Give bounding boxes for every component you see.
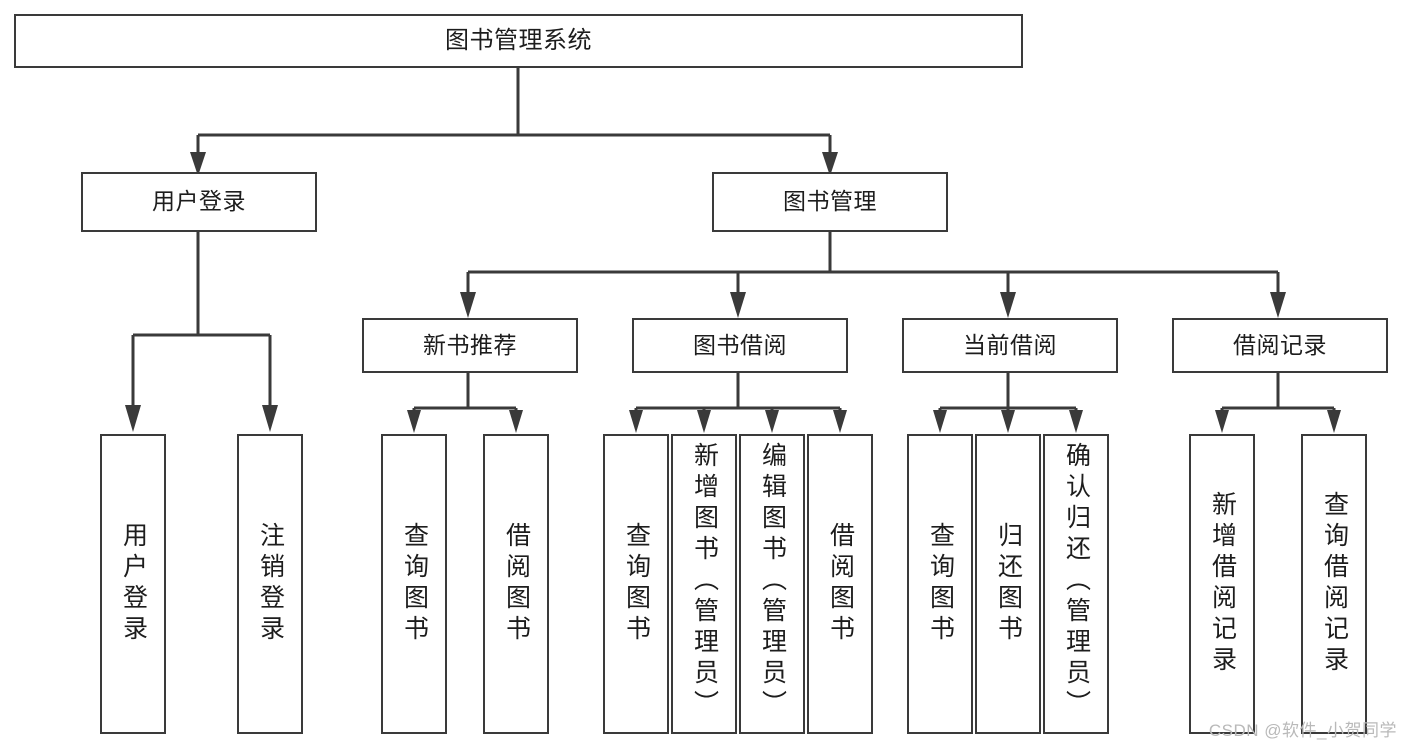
node-leaf-confirm-return-label: 确认归还（管理员） <box>1062 442 1091 721</box>
node-leaf-edit-book-label: 编辑图书（管理员） <box>758 442 787 721</box>
node-user-login[interactable]: 用户登录 <box>81 172 317 232</box>
node-leaf-query-book-3-label: 查询图书 <box>926 522 955 646</box>
node-user-login-label: 用户登录 <box>152 188 246 215</box>
node-leaf-query-record-label: 查询借阅记录 <box>1320 491 1349 677</box>
node-leaf-user-login[interactable]: 用户登录 <box>100 434 166 734</box>
node-leaf-logout[interactable]: 注销登录 <box>237 434 303 734</box>
node-leaf-logout-label: 注销登录 <box>256 522 285 646</box>
node-leaf-query-book-2[interactable]: 查询图书 <box>603 434 669 734</box>
node-borrow-record-label: 借阅记录 <box>1233 331 1327 358</box>
node-leaf-borrow-book-2[interactable]: 借阅图书 <box>807 434 873 734</box>
node-current-borrow-label: 当前借阅 <box>963 331 1057 358</box>
node-root-label: 图书管理系统 <box>445 26 592 54</box>
node-leaf-return-book-label: 归还图书 <box>994 522 1023 646</box>
node-leaf-user-login-label: 用户登录 <box>119 522 148 646</box>
node-leaf-return-book[interactable]: 归还图书 <box>975 434 1041 734</box>
node-leaf-query-book-3[interactable]: 查询图书 <box>907 434 973 734</box>
node-leaf-query-book-2-label: 查询图书 <box>622 522 651 646</box>
node-leaf-borrow-book-1-label: 借阅图书 <box>502 522 531 646</box>
node-leaf-add-record-label: 新增借阅记录 <box>1208 491 1237 677</box>
node-leaf-add-book-label: 新增图书（管理员） <box>690 442 719 721</box>
node-leaf-borrow-book-1[interactable]: 借阅图书 <box>483 434 549 734</box>
node-book-borrow-label: 图书借阅 <box>693 331 787 358</box>
node-leaf-add-record[interactable]: 新增借阅记录 <box>1189 434 1255 734</box>
node-leaf-query-book-1[interactable]: 查询图书 <box>381 434 447 734</box>
node-leaf-edit-book[interactable]: 编辑图书（管理员） <box>739 434 805 734</box>
node-leaf-confirm-return[interactable]: 确认归还（管理员） <box>1043 434 1109 734</box>
node-root[interactable]: 图书管理系统 <box>14 14 1023 68</box>
node-borrow-record[interactable]: 借阅记录 <box>1172 318 1388 373</box>
node-leaf-query-book-1-label: 查询图书 <box>400 522 429 646</box>
node-leaf-borrow-book-2-label: 借阅图书 <box>826 522 855 646</box>
node-leaf-add-book[interactable]: 新增图书（管理员） <box>671 434 737 734</box>
node-book-borrow[interactable]: 图书借阅 <box>632 318 848 373</box>
node-leaf-query-record[interactable]: 查询借阅记录 <box>1301 434 1367 734</box>
node-new-book-recommend-label: 新书推荐 <box>423 331 517 358</box>
node-current-borrow[interactable]: 当前借阅 <box>902 318 1118 373</box>
node-book-manage[interactable]: 图书管理 <box>712 172 948 232</box>
watermark: CSDN @软件_小贺同学 <box>1208 721 1397 740</box>
node-new-book-recommend[interactable]: 新书推荐 <box>362 318 578 373</box>
node-book-manage-label: 图书管理 <box>783 188 877 215</box>
